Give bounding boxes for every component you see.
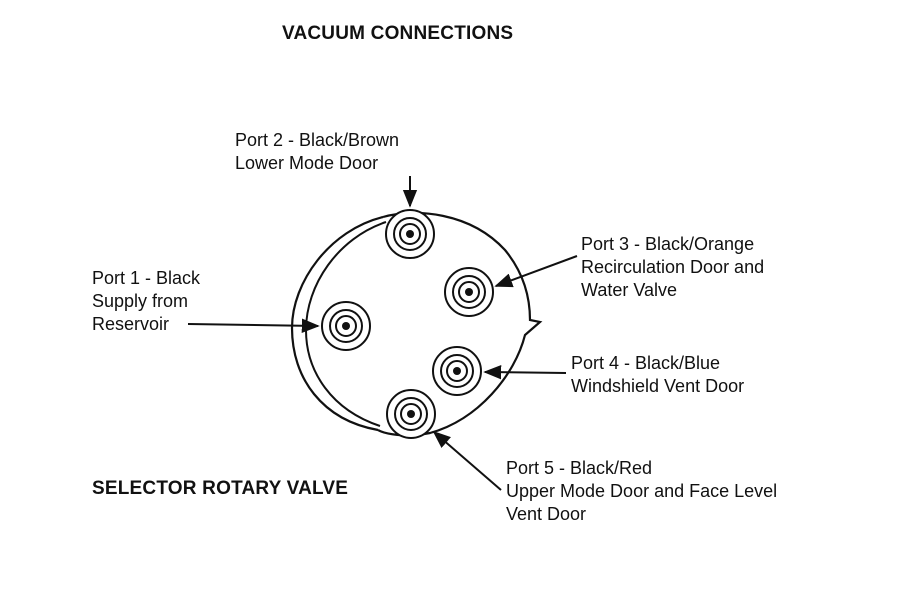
- port-2-label: Port 2 - Black/Brown Lower Mode Door: [235, 129, 399, 175]
- port-4-name: Port 4 - Black/Blue: [571, 353, 721, 373]
- port-1-label: Port 1 - Black Supply from Reservoir: [92, 267, 200, 336]
- port-3-function-line1: Recirculation Door and: [581, 257, 765, 277]
- port-5-label: Port 5 - Black/Red Upper Mode Door and F…: [506, 457, 777, 526]
- diagram-subtitle: SELECTOR ROTARY VALVE: [92, 478, 349, 499]
- valve-body-rim: [290, 215, 384, 432]
- diagram-title: VACUUM CONNECTIONS: [282, 23, 514, 44]
- port-5-fitting: [386, 389, 436, 439]
- port-3-function-line2: Water Valve: [581, 280, 678, 300]
- port-5-name: Port 5 - Black/Red: [506, 458, 653, 478]
- port-3-leader-arrow: [494, 255, 578, 288]
- port-5-function-line2: Vent Door: [506, 504, 587, 524]
- port-3-label: Port 3 - Black/Orange Recirculation Door…: [581, 233, 764, 302]
- port-1-leader-arrow: [187, 318, 320, 333]
- port-5-function-line1: Upper Mode Door and Face Level: [506, 481, 778, 501]
- port-4-fitting: [432, 346, 482, 396]
- port-1-fitting: [321, 301, 371, 351]
- port-2-fitting: [385, 209, 435, 259]
- port-3-name: Port 3 - Black/Orange: [581, 234, 755, 254]
- port-3-fitting: [444, 267, 494, 317]
- port-5-leader-arrow: [432, 430, 502, 491]
- port-1-function-line1: Supply from: [92, 291, 189, 311]
- port-1-function-line2: Reservoir: [92, 314, 170, 334]
- port-2-function: Lower Mode Door: [235, 153, 379, 173]
- port-4-function: Windshield Vent Door: [571, 376, 745, 396]
- port-4-label: Port 4 - Black/Blue Windshield Vent Door: [571, 352, 744, 398]
- port-1-name: Port 1 - Black: [92, 268, 201, 288]
- port-4-leader-arrow: [483, 365, 567, 380]
- port-2-name: Port 2 - Black/Brown: [235, 130, 400, 150]
- valve-body-outline: [377, 211, 543, 437]
